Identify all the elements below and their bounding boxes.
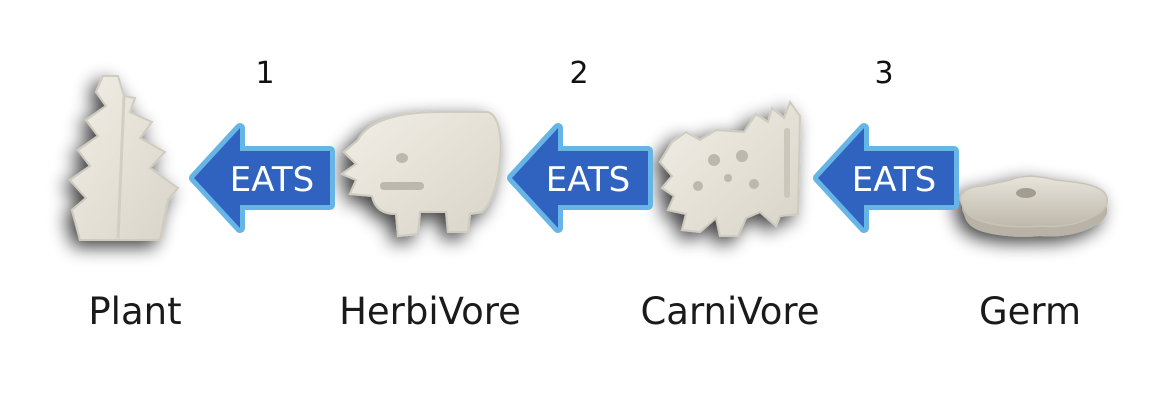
- eats-label-2: EATS: [546, 160, 630, 200]
- eats-arrow-2: EATS: [507, 123, 653, 233]
- eats-label-3: EATS: [852, 160, 936, 200]
- node-label-plant: Plant: [88, 290, 182, 333]
- step-number-3: 3: [874, 56, 894, 91]
- eats-arrow-3: EATS: [813, 123, 959, 233]
- step-number-2: 2: [569, 56, 589, 91]
- step-number-1: 1: [255, 56, 275, 91]
- herbivore-piece-icon: [339, 111, 502, 238]
- node-label-herbivore: HerbiVore: [339, 290, 521, 333]
- germ-piece-icon: [959, 175, 1108, 237]
- node-label-germ: Germ: [978, 290, 1082, 333]
- carnivore-piece-icon: [658, 99, 802, 237]
- eats-label-1: EATS: [230, 160, 314, 200]
- node-label-carnivore: CarniVore: [640, 290, 820, 333]
- tree-piece-icon: [68, 75, 180, 241]
- eats-arrow-1: EATS: [189, 123, 335, 233]
